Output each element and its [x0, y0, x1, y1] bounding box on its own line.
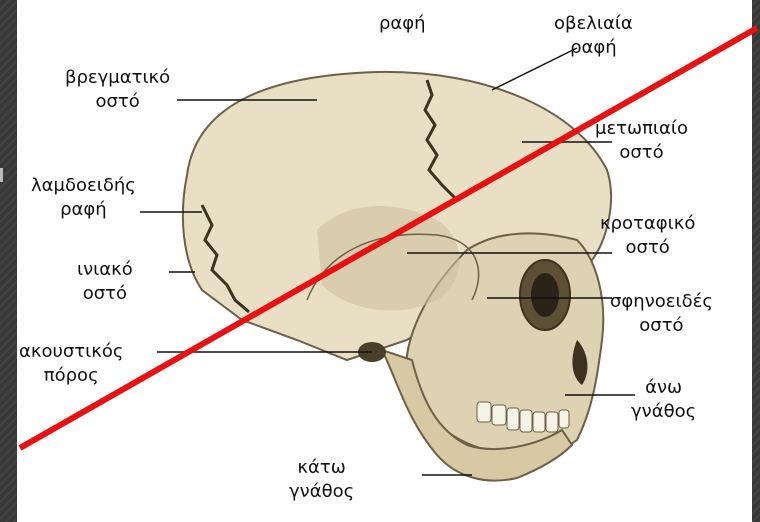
slide-canvas: ραφή οβελιαία ραφή βρεγματικό οστό μετωπ… — [17, 0, 752, 522]
label-temporal-bone: κροταφικό οστό — [600, 212, 695, 260]
label-occipital-bone: ινιακό οστό — [77, 258, 133, 306]
label-lambdoid-suture: λαμδοειδής ραφή — [31, 174, 136, 222]
label-sphenoid-bone: σφηνοειδές οστό — [610, 290, 713, 338]
label-maxilla: άνω γνάθος — [631, 376, 696, 424]
label-parietal-bone: βρεγματικό οστό — [65, 66, 170, 114]
label-sagittal-suture: οβελιαία ραφή — [554, 12, 633, 60]
label-auditory-canal: ακουστικός πόρος — [19, 340, 123, 388]
edge-marker — [0, 168, 3, 182]
label-frontal-bone: μετωπιαίο οστό — [595, 117, 688, 165]
label-mandible: κάτω γνάθος — [289, 456, 354, 504]
label-coronal-suture: ραφή — [379, 12, 426, 36]
